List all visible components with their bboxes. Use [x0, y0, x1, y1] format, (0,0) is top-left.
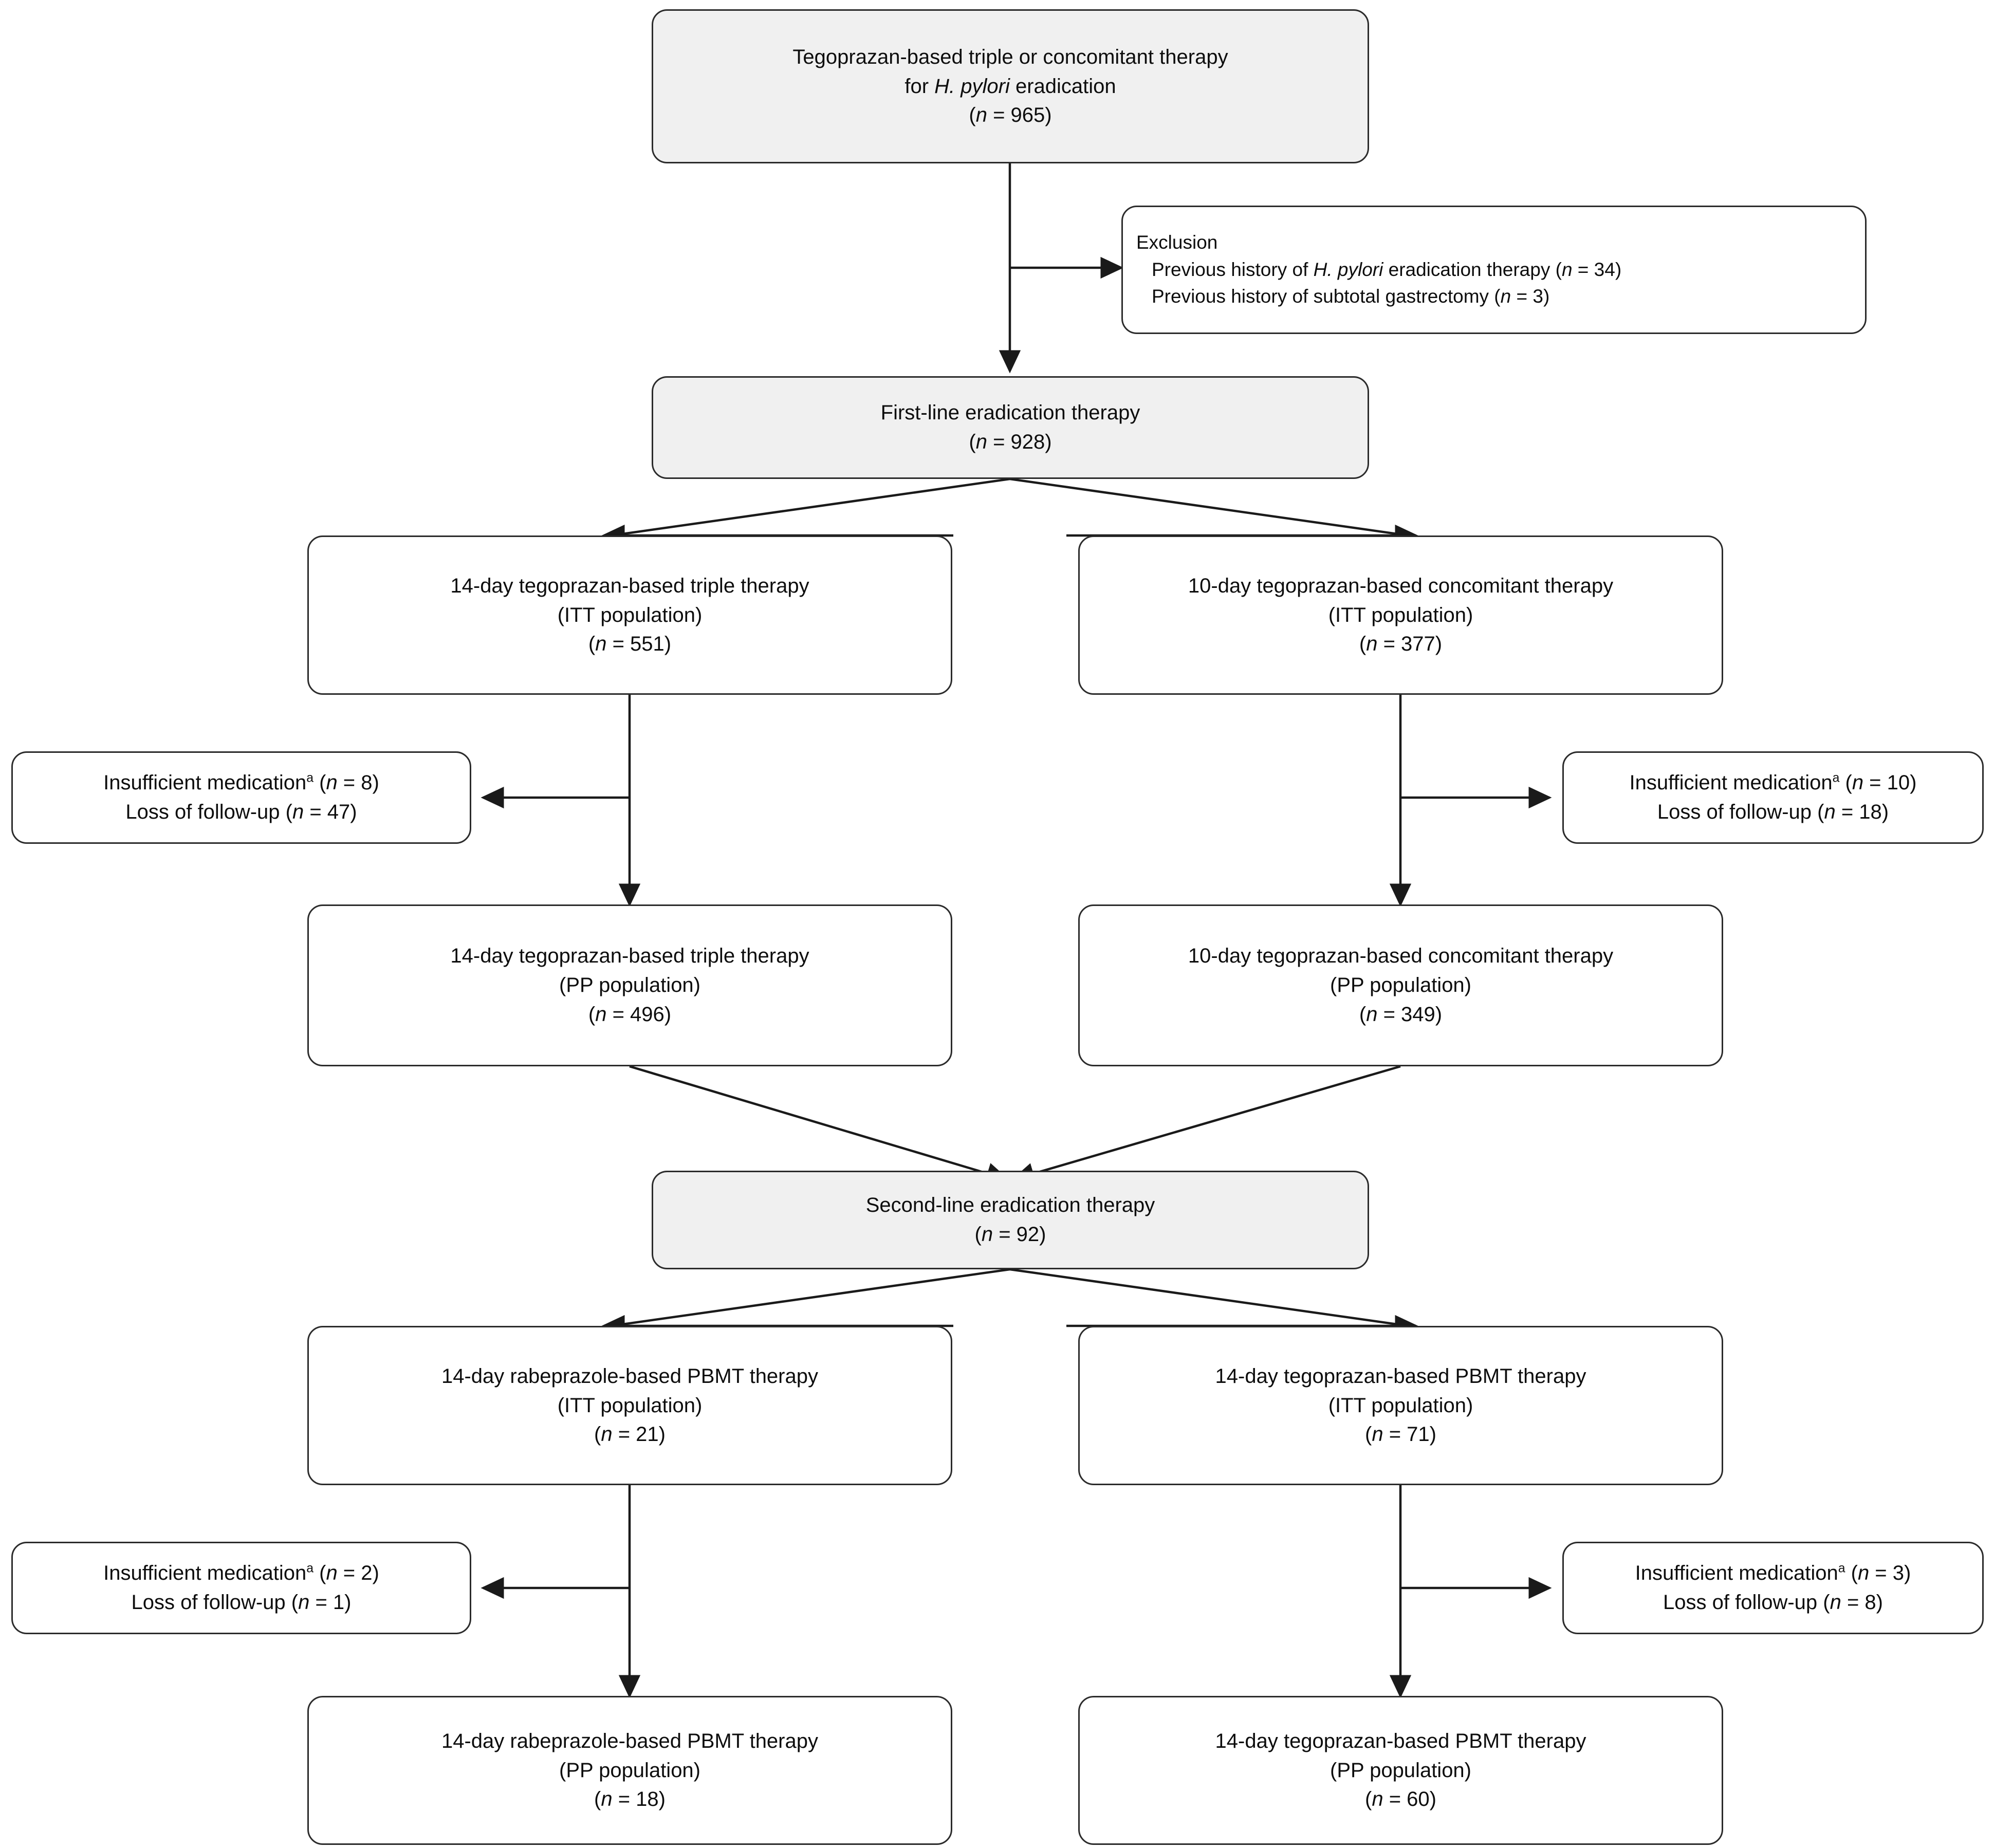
triple-itt-box[interactable]: 14-day tegoprazan-based triple therapy (…: [307, 535, 952, 695]
rabeprazole-itt-line-2: (ITT population): [557, 1394, 703, 1417]
tegoprazan-pbmt-pp-box[interactable]: 14-day tegoprazan-based PBMT therapy (PP…: [1078, 1696, 1723, 1845]
tegoprazan-pbmt-itt-box[interactable]: 14-day tegoprazan-based PBMT therapy (IT…: [1078, 1326, 1723, 1485]
dropout-tegoprazan-pbmt-box[interactable]: Insufficient medicationa (n = 3) Loss of…: [1562, 1542, 1984, 1634]
triple-pp-line-1: 14-day tegoprazan-based triple therapy: [450, 945, 809, 968]
concomitant-itt-box[interactable]: 10-day tegoprazan-based concomitant ther…: [1078, 535, 1723, 695]
rabeprazole-itt-count: (n = 21): [594, 1423, 666, 1446]
exclusion-item-1: Previous history of H. pylori eradicatio…: [1152, 258, 1622, 280]
rabeprazole-pbmt-itt-box[interactable]: 14-day rabeprazole-based PBMT therapy (I…: [307, 1326, 952, 1485]
exclusion-box[interactable]: Exclusion Previous history of H. pylori …: [1121, 206, 1867, 334]
exclusion-heading: Exclusion: [1136, 232, 1218, 253]
second-line-therapy-box[interactable]: Second-line eradication therapy (n = 92): [652, 1171, 1369, 1269]
dropout-concomitant-box[interactable]: Insufficient medicationa (n = 10) Loss o…: [1562, 751, 1984, 844]
dropout-rabeprazole-box[interactable]: Insufficient medicationa (n = 2) Loss of…: [11, 1542, 471, 1634]
rabeprazole-pp-line-2: (PP population): [559, 1759, 700, 1782]
concomitant-itt-count: (n = 377): [1359, 633, 1443, 656]
concomitant-pp-line-1: 10-day tegoprazan-based concomitant ther…: [1188, 945, 1614, 968]
exclusion-item-2: Previous history of subtotal gastrectomy…: [1152, 286, 1550, 307]
edge-triple-pp-to-secondline: [629, 1065, 1010, 1184]
dropout-concomitant-line-2: Loss of follow-up (n = 18): [1657, 801, 1889, 823]
first-line-therapy-box[interactable]: First-line eradication therapy (n = 928): [652, 376, 1369, 479]
second-line-count: (n = 92): [974, 1223, 1046, 1246]
concomitant-pp-count: (n = 349): [1359, 1003, 1443, 1026]
tegoprazan-pbmt-pp-line-1: 14-day tegoprazan-based PBMT therapy: [1215, 1729, 1586, 1752]
first-line-label: First-line eradication therapy: [880, 401, 1140, 424]
enrollment-line-1: Tegoprazan-based triple or concomitant t…: [792, 45, 1228, 68]
triple-pp-count: (n = 496): [588, 1003, 672, 1026]
concomitant-pp-line-2: (PP population): [1330, 974, 1471, 997]
edge-secondline-to-rabe-itt-diag: [611, 1268, 1010, 1327]
dropout-triple-line-2: Loss of follow-up (n = 47): [125, 801, 357, 823]
rabeprazole-pbmt-pp-box[interactable]: 14-day rabeprazole-based PBMT therapy (P…: [307, 1696, 952, 1845]
tegoprazan-pbmt-pp-line-2: (PP population): [1330, 1759, 1471, 1782]
triple-itt-count: (n = 551): [588, 633, 672, 656]
enrollment-line-2: for H. pylori eradication: [904, 75, 1116, 98]
enrollment-box[interactable]: Tegoprazan-based triple or concomitant t…: [652, 9, 1369, 163]
tegoprazan-pbmt-itt-line-2: (ITT population): [1328, 1394, 1473, 1417]
dropout-rabeprazole-line-2: Loss of follow-up (n = 1): [131, 1591, 352, 1614]
dropout-triple-line-1: Insufficient medicationa (n = 8): [103, 771, 379, 794]
concomitant-itt-line-2: (ITT population): [1328, 603, 1473, 626]
edge-firstline-to-concomitant-itt-diag: [1009, 477, 1409, 537]
triple-itt-line-2: (ITT population): [557, 603, 703, 626]
triple-pp-line-2: (PP population): [559, 974, 700, 997]
tegoprazan-pbmt-itt-line-1: 14-day tegoprazan-based PBMT therapy: [1215, 1364, 1586, 1388]
tegoprazan-pbmt-itt-count: (n = 71): [1365, 1423, 1436, 1446]
dropout-tegoprazan-pbmt-line-1: Insufficient medicationa (n = 3): [1635, 1561, 1911, 1585]
concomitant-pp-box[interactable]: 10-day tegoprazan-based concomitant ther…: [1078, 904, 1723, 1066]
edge-secondline-to-tego-itt-diag: [1009, 1268, 1409, 1327]
second-line-label: Second-line eradication therapy: [865, 1194, 1155, 1217]
dropout-concomitant-line-1: Insufficient medicationa (n = 10): [1629, 771, 1917, 794]
dropout-rabeprazole-line-1: Insufficient medicationa (n = 2): [103, 1561, 379, 1585]
rabeprazole-itt-line-1: 14-day rabeprazole-based PBMT therapy: [441, 1364, 818, 1388]
enrollment-count: (n = 965): [969, 104, 1052, 127]
dropout-triple-box[interactable]: Insufficient medicationa (n = 8) Loss of…: [11, 751, 471, 844]
first-line-count: (n = 928): [969, 431, 1052, 453]
rabeprazole-pp-count: (n = 18): [594, 1788, 666, 1811]
tegoprazan-pbmt-pp-count: (n = 60): [1365, 1788, 1436, 1811]
concomitant-itt-line-1: 10-day tegoprazan-based concomitant ther…: [1188, 574, 1614, 597]
edge-concomitant-pp-to-secondline: [1011, 1065, 1401, 1184]
edge-firstline-to-triple-itt-diag: [611, 477, 1010, 537]
triple-itt-line-1: 14-day tegoprazan-based triple therapy: [450, 574, 809, 597]
triple-pp-box[interactable]: 14-day tegoprazan-based triple therapy (…: [307, 904, 952, 1066]
dropout-tegoprazan-pbmt-line-2: Loss of follow-up (n = 8): [1663, 1591, 1883, 1614]
rabeprazole-pp-line-1: 14-day rabeprazole-based PBMT therapy: [441, 1729, 818, 1752]
